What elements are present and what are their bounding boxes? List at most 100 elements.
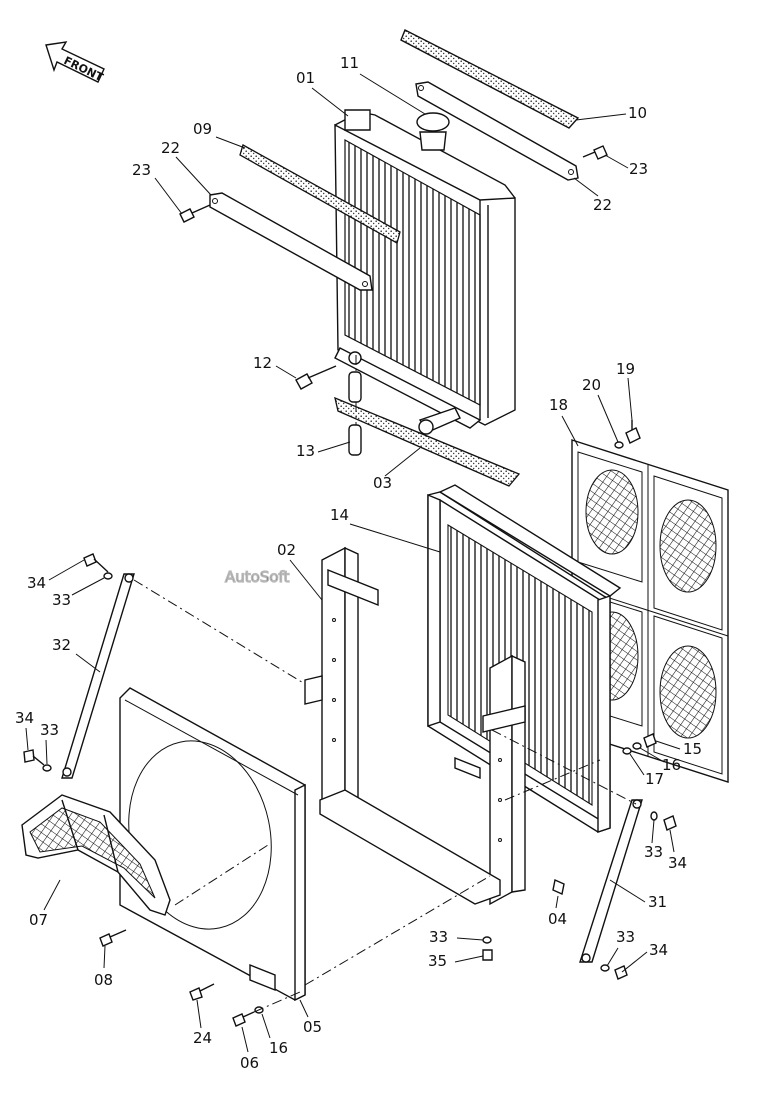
part-label-32: 32 [52,636,71,654]
leader-lines [25,73,681,1053]
leader-34 [621,951,648,973]
upper-stay-right [415,81,579,181]
part-label-22: 22 [161,139,180,157]
part-label-34: 34 [27,574,46,592]
part-label-34: 34 [649,941,668,959]
part-label-16: 16 [662,756,681,774]
hose-upper [348,371,362,403]
leader-14 [349,523,441,553]
part-label-34: 34 [15,709,34,727]
part-label-14: 14 [330,506,349,524]
part-label-06: 06 [240,1054,259,1072]
leader-18 [561,415,579,447]
leader-04 [555,895,559,909]
hose-lower [348,424,362,456]
part-label-31: 31 [648,893,667,911]
part-label-09: 09 [193,120,212,138]
leader-33 [651,819,655,844]
part-label-01: 01 [296,69,315,87]
radiator [334,109,516,435]
bolt-23-right [582,145,608,160]
bolt-34-mid-left [23,749,45,766]
leader-15 [655,740,681,750]
leader-22 [573,177,599,197]
leader-20 [597,394,619,443]
radiator-cap [416,112,450,151]
leader-22 [175,156,212,196]
leader-34 [48,559,85,581]
leader-17 [629,753,645,776]
leader-10 [575,113,627,121]
part-label-13: 13 [296,442,315,460]
part-label-07: 07 [29,911,48,929]
bolt-04 [552,879,565,895]
washer-33-right-low [600,964,610,972]
upper-stay-left [209,192,373,291]
part-label-33: 33 [52,591,71,609]
part-label-23: 23 [132,161,151,179]
side-strip [239,144,401,244]
leader-01 [311,87,349,117]
washer-20 [614,441,624,449]
part-label-24: 24 [193,1029,212,1047]
leader-03 [384,447,421,477]
part-label-33: 33 [644,843,663,861]
leader-16 [261,1013,271,1039]
leader-19 [627,377,633,421]
leader-06 [241,1026,249,1053]
leader-23 [154,177,183,215]
leader-34 [25,727,29,751]
part-label-15: 15 [683,740,702,758]
leader-02 [289,559,323,601]
part-label-02: 02 [277,541,296,559]
washer-17 [622,747,632,755]
bolt-23-left [179,204,211,223]
part-label-19: 19 [616,360,635,378]
part-label-04: 04 [548,910,567,928]
part-label-22: 22 [593,196,612,214]
leader-05 [299,999,309,1018]
leader-33 [606,947,619,967]
part-label-34: 34 [668,854,687,872]
leader-35 [454,955,484,963]
bolt-34-right-mid [663,815,677,831]
part-labels: 0102030405060708091011121314151616171819… [15,54,702,1072]
part-label-18: 18 [549,396,568,414]
bolt-34-right-low [614,965,628,980]
leader-34 [669,829,675,853]
leader-33 [45,739,48,765]
bolt-06 [232,1011,255,1027]
washer-16-right [632,742,642,750]
leader-16 [639,747,665,763]
leader-07 [43,879,61,911]
leader-31 [609,879,646,903]
leader-12 [275,365,297,379]
screen-panel [571,439,729,783]
bolt-34-top-left [83,553,109,573]
part-label-03: 03 [373,474,392,492]
part-label-16: 16 [269,1039,288,1057]
leader-09 [215,136,246,149]
leader-24 [196,999,202,1029]
top-seal [400,29,580,129]
watermark: AutoSoft [225,568,290,586]
bolt-35 [482,949,493,961]
fan-guard [21,794,171,916]
washer-33-top-left [103,572,113,580]
part-label-12: 12 [253,354,272,372]
leader-23 [604,154,629,169]
washer-33-mid-left [42,764,52,772]
alignment-lines [133,355,637,1013]
part-label-08: 08 [94,971,113,989]
part-label-05: 05 [303,1018,322,1036]
part-label-35: 35 [428,952,447,970]
support-frame [304,546,526,906]
washer-33-right-mid [650,811,658,821]
part-label-33: 33 [429,928,448,946]
drain-cock [295,365,337,390]
part-label-20: 20 [582,376,601,394]
fan-shroud [119,687,306,1002]
bolt-19 [625,420,641,444]
stay-rod-left [61,573,135,779]
bolt-08 [99,929,127,947]
